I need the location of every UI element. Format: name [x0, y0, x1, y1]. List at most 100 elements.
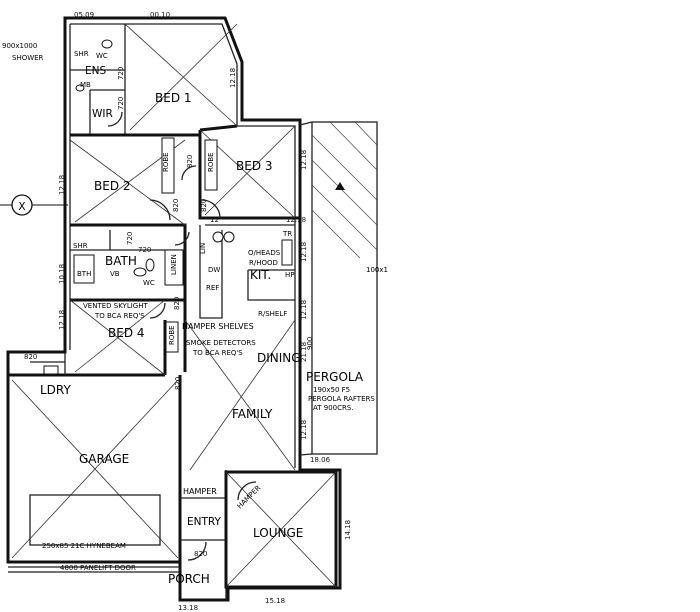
dim-1218-b: 12.18 — [58, 175, 66, 195]
note-smoke-2: TO BCA REQ'S — [192, 349, 243, 357]
dim-720-b: 720 — [117, 97, 125, 110]
dim-1218-d: 12.18 — [300, 242, 308, 262]
label-robe-bed3: ROBE — [207, 152, 215, 172]
label-tr: TR — [282, 230, 292, 238]
label-o-heads: O/HEADS — [248, 249, 281, 257]
note-pergola-2: PERGOLA RAFTERS — [308, 395, 375, 403]
label-wc-ens: WC — [96, 52, 108, 60]
dim-820-c: 820 — [200, 199, 208, 212]
label-dw: DW — [208, 266, 220, 274]
garage-door-line — [8, 566, 180, 573]
pergola-hatch — [311, 121, 378, 259]
dim-1418: 14.18 — [344, 520, 352, 540]
note-hamper: HAMPER — [183, 487, 217, 496]
note-beam: 250x85 21C HYNEBEAM — [42, 542, 126, 550]
garage-beam-outline — [29, 494, 161, 546]
room-label-bed3: BED 3 — [236, 159, 273, 173]
label-mb: MB — [80, 81, 91, 89]
room-diagonals — [11, 23, 337, 588]
note-hamper-2: HAMPER — [236, 484, 263, 511]
linen-cupboard — [164, 249, 184, 286]
dim-720-d: 720 — [138, 246, 151, 254]
label-shr: SHR — [74, 50, 89, 58]
dim-2118: 21.18 — [300, 342, 308, 362]
room-label-entry: ENTRY — [187, 516, 222, 528]
room-label-dining: DINING — [257, 351, 301, 365]
room-label-wir: WIR — [92, 108, 113, 120]
room-label-family: FAMILY — [232, 407, 273, 421]
dim-1518: 15.18 — [265, 597, 285, 605]
label-lin: LIN — [199, 243, 207, 254]
bath-toilet — [145, 258, 155, 272]
dim-900: 900 — [306, 337, 314, 350]
room-label-bed4: BED 4 — [108, 326, 145, 340]
pergola-outline — [311, 121, 378, 455]
label-ref: REF — [206, 284, 219, 292]
note-smoke-1: SMOKE DETECTORS — [186, 339, 256, 347]
room-label-pergola: PERGOLA — [306, 370, 364, 384]
dim-1218-f: 12.18 — [300, 420, 308, 440]
note-pergola-3: AT 900CRS. — [313, 404, 354, 412]
room-label-bed1: BED 1 — [155, 91, 192, 105]
room-label-bath: BATH — [105, 254, 137, 268]
dim-820-d: 820 — [173, 297, 181, 310]
note-pergola-1: 190x50 F5 — [313, 386, 350, 394]
room-label-bed2: BED 2 — [94, 179, 131, 193]
label-vb: VB — [110, 270, 120, 278]
room-label-kit: KIT. — [250, 268, 271, 282]
robe-bed2 — [161, 137, 175, 194]
robe-bed4 — [165, 321, 179, 353]
note-shower-size: 900x1000 — [2, 42, 37, 50]
ens-toilet — [101, 39, 113, 49]
section-arrow-icon — [335, 182, 345, 190]
dim-820-f: 820 — [174, 377, 182, 390]
section-marker-label: X — [18, 201, 25, 213]
dim-12: 12 — [210, 216, 219, 224]
dim-820-e: 820 — [24, 353, 37, 361]
sink-2 — [223, 231, 235, 243]
robe-bed3 — [204, 139, 218, 191]
room-label-lounge: LOUNGE — [253, 526, 303, 540]
dim-1218-a: 12.18 — [229, 68, 237, 88]
note-pergola-width: 100x1 — [366, 266, 388, 274]
label-r-hood: R/HOOD — [249, 259, 278, 267]
dim-1218-c: 12.18 — [300, 150, 308, 170]
laundry-tub — [43, 365, 59, 375]
room-label-ldry: LDRY — [40, 383, 71, 397]
label-shr-bath: SHR — [73, 242, 88, 250]
outer-wall-inner-line — [69, 23, 296, 468]
fixtures — [43, 39, 293, 375]
bath-tub — [73, 254, 95, 284]
note-skylight-1: VENTED SKYLIGHT — [83, 302, 148, 310]
stove — [281, 239, 293, 266]
label-wc: WC — [143, 279, 155, 287]
room-label-porch: PORCH — [168, 572, 210, 586]
label-r-shelf: R/SHELF — [258, 310, 287, 318]
note-hamper-shelves: HAMPER SHELVES — [182, 322, 254, 331]
label-linen: LINEN — [170, 254, 178, 275]
dim-1218-h: 12.18 — [286, 216, 306, 224]
dim-1318: 13.18 — [178, 604, 198, 612]
label-robe-bed4: ROBE — [168, 325, 176, 345]
note-skylight-2: TO BCA REQ'S — [94, 312, 145, 320]
label-robe-bed2: ROBE — [162, 152, 170, 172]
dim-820-b: 820 — [172, 199, 180, 212]
dim-1018: 10.18 — [58, 264, 66, 284]
note-garage-door: 4800 PANELIFT DOOR — [60, 564, 136, 572]
sink — [212, 231, 224, 243]
room-label-ens: ENS — [85, 65, 106, 77]
room-label-garage: GARAGE — [79, 452, 129, 466]
section-marker: X — [0, 194, 68, 216]
pergola-connector — [299, 121, 313, 456]
basin — [133, 267, 147, 277]
label-hp: HP — [285, 271, 295, 279]
dim-720-c: 720 — [126, 232, 134, 245]
dim-1806: 18.06 — [310, 456, 331, 464]
ens-basin — [75, 84, 85, 92]
door-swings — [107, 111, 257, 561]
dim-820-g: 820 — [194, 550, 207, 558]
note-shower: SHOWER — [12, 54, 44, 62]
label-bth: BTH — [77, 270, 91, 278]
